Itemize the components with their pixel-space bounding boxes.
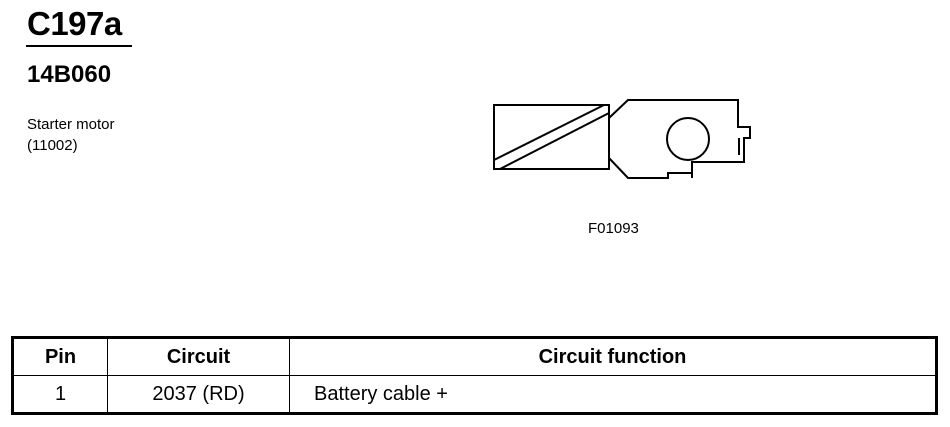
diagonal-stripe-2 bbox=[499, 112, 610, 170]
connector-description: Starter motor (11002) bbox=[27, 114, 115, 156]
header-pin: Pin bbox=[12, 337, 108, 376]
header-circuit-function: Circuit function bbox=[289, 337, 937, 376]
title-underline bbox=[26, 45, 132, 47]
circuit-code: 2037 (RD) bbox=[107, 375, 290, 414]
table-row: 1 2037 (RD) Battery cable + bbox=[12, 375, 937, 414]
figure-reference: F01093 bbox=[588, 220, 639, 237]
diagonal-stripe-1 bbox=[493, 104, 605, 161]
header-circuit: Circuit bbox=[107, 337, 290, 376]
terminal-body bbox=[493, 104, 610, 170]
ring-hole bbox=[666, 117, 710, 161]
connector-id: C197a bbox=[27, 5, 122, 42]
pin-number: 1 bbox=[12, 375, 108, 414]
part-number: 14B060 bbox=[27, 61, 112, 88]
starter-motor-connector-drawing bbox=[493, 99, 751, 179]
circuit-function: Battery cable + bbox=[289, 375, 937, 414]
pin-table-header: Pin Circuit Circuit function bbox=[12, 337, 937, 376]
description-code: (11002) bbox=[27, 137, 78, 154]
pin-table: Pin Circuit Circuit function 1 2037 (RD)… bbox=[11, 336, 938, 415]
ring-terminal-outline bbox=[608, 99, 751, 179]
description-text: Starter motor bbox=[27, 116, 115, 133]
